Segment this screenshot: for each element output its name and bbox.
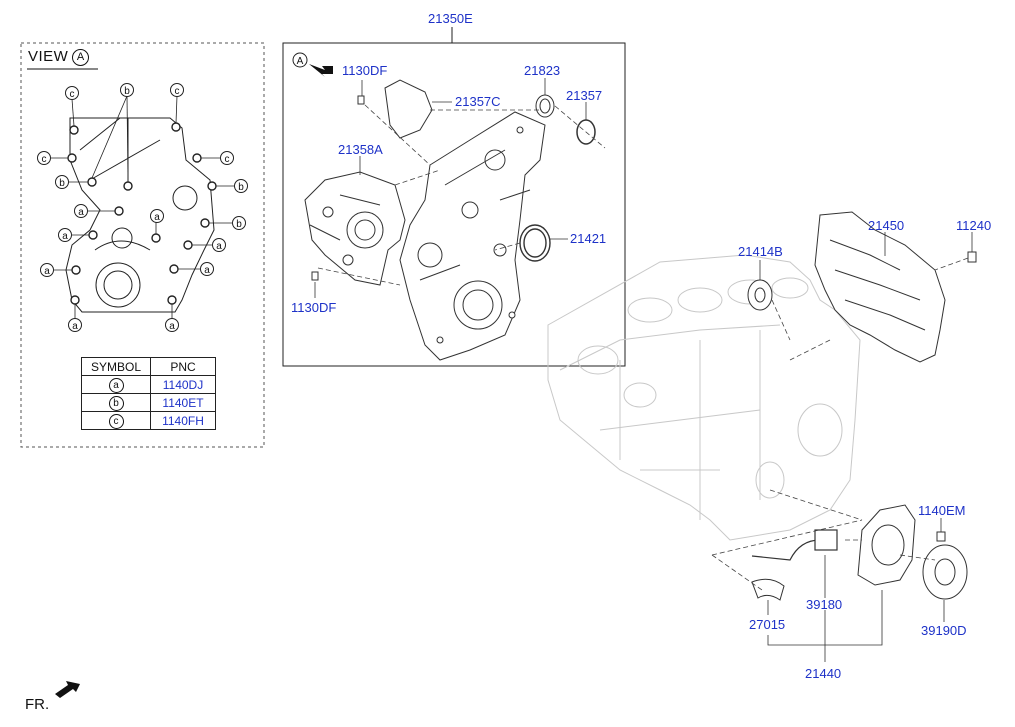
callout-21358a[interactable]: 21358A bbox=[338, 142, 383, 157]
symbol-circle: b bbox=[108, 395, 124, 411]
view-a-letter: b bbox=[124, 86, 130, 97]
table-row: c 1140FH bbox=[81, 411, 216, 430]
pnc-link[interactable]: 1140ET bbox=[150, 393, 216, 412]
part-21440-seal-holder-drawing bbox=[857, 504, 916, 586]
part-39180-sensor-drawing bbox=[751, 529, 838, 561]
view-a-leaders bbox=[50, 95, 234, 318]
callout-21357[interactable]: 21357 bbox=[566, 88, 603, 103]
callout-21357c[interactable]: 21357C bbox=[455, 94, 501, 109]
view-a-letter: a bbox=[62, 231, 68, 242]
leaders-lower bbox=[767, 518, 945, 662]
callout-21421[interactable]: 21421 bbox=[570, 231, 607, 246]
part-21350e-cover-drawing bbox=[399, 111, 546, 361]
view-a-letter: b bbox=[238, 182, 244, 193]
table-header-row: SYMBOL PNC bbox=[81, 357, 216, 376]
view-a-letter: a bbox=[44, 266, 50, 277]
view-a-bolts bbox=[67, 122, 217, 305]
callout-21350e[interactable]: 21350E bbox=[428, 11, 473, 26]
part-21823-drawing bbox=[535, 94, 555, 118]
view-title-letter: A bbox=[72, 48, 90, 66]
view-a-letter: a bbox=[204, 265, 210, 276]
view-a-letter: c bbox=[225, 154, 230, 165]
front-label: FR. bbox=[25, 696, 50, 713]
view-a-letter: b bbox=[59, 178, 65, 189]
part-21414b-drawing bbox=[747, 279, 773, 311]
callout-39180[interactable]: 39180 bbox=[806, 597, 843, 612]
pnc-link[interactable]: 1140FH bbox=[150, 411, 216, 430]
view-a-callout-circles bbox=[37, 83, 248, 332]
bolt-1140em-drawing bbox=[936, 531, 946, 542]
view-title-text: VIEW bbox=[28, 48, 69, 65]
symbol-cell: a bbox=[81, 375, 151, 394]
symbol-circle: c bbox=[108, 413, 124, 429]
view-a-letter: a bbox=[78, 207, 84, 218]
table-row: b 1140ET bbox=[81, 393, 216, 412]
view-a-letter: a bbox=[154, 212, 160, 223]
symbol-header: SYMBOL bbox=[81, 357, 151, 376]
view-a-letter: a bbox=[216, 241, 222, 252]
dash-21450-block bbox=[789, 339, 831, 361]
part-21358a-drawing bbox=[304, 171, 406, 286]
callout-1130df-top[interactable]: 1130DF bbox=[342, 63, 388, 78]
callout-27015[interactable]: 27015 bbox=[749, 617, 786, 632]
view-a-letter: b bbox=[236, 219, 242, 230]
symbol-circle: a bbox=[108, 377, 124, 393]
callout-21414b[interactable]: 21414B bbox=[738, 244, 783, 259]
pnc-link[interactable]: 1140DJ bbox=[150, 375, 216, 394]
callout-1130df-bottom[interactable]: 1130DF bbox=[291, 300, 337, 315]
pnc-header: PNC bbox=[150, 357, 216, 376]
callout-39190d[interactable]: 39190D bbox=[921, 623, 967, 638]
bolt-11240-drawing bbox=[967, 251, 977, 263]
symbol-cell: b bbox=[81, 393, 151, 412]
view-a-callout-letters: c b c c c b b a a b a a a a a a bbox=[42, 86, 245, 332]
front-arrow-icon bbox=[55, 681, 80, 698]
assembly-dashes-lower bbox=[711, 489, 936, 591]
view-a-arrow-icon bbox=[309, 64, 333, 77]
engine-block-ghost bbox=[547, 254, 861, 541]
part-21357c-drawing bbox=[384, 79, 433, 139]
callout-11240[interactable]: 11240 bbox=[956, 218, 992, 233]
dash-21414b bbox=[771, 299, 791, 341]
symbol-cell: c bbox=[81, 411, 151, 430]
part-21421-drawing bbox=[519, 224, 551, 262]
symbol-pnc-table: SYMBOL PNC a 1140DJ b 1140ET c 1140FH bbox=[81, 357, 216, 430]
bolt-1130df-drawings bbox=[311, 95, 365, 281]
view-a-letter: c bbox=[175, 86, 180, 97]
part-39190d-drawing bbox=[922, 544, 968, 600]
callout-21823[interactable]: 21823 bbox=[524, 63, 561, 78]
assembly-dashes bbox=[317, 104, 606, 286]
callout-1140em[interactable]: 1140EM bbox=[918, 503, 966, 518]
part-21450-drawing bbox=[814, 211, 946, 363]
callout-21440[interactable]: 21440 bbox=[805, 666, 842, 681]
view-a-cover-outline bbox=[65, 117, 215, 313]
view-a-letter: a bbox=[72, 321, 78, 332]
view-a-marker-letter: A bbox=[297, 56, 304, 67]
view-a-letter: c bbox=[70, 89, 75, 100]
view-a-marker-circle bbox=[292, 52, 308, 68]
table-row: a 1140DJ bbox=[81, 375, 216, 394]
callout-21450[interactable]: 21450 bbox=[868, 218, 905, 233]
view-a-letter: a bbox=[169, 321, 175, 332]
part-27015-drawing bbox=[751, 578, 785, 601]
view-a-letter: c bbox=[42, 154, 47, 165]
group-21350e-frame bbox=[282, 27, 626, 367]
view-a-frame bbox=[20, 42, 265, 448]
leader-11240-dash bbox=[934, 257, 969, 271]
leaders-box bbox=[314, 78, 587, 298]
